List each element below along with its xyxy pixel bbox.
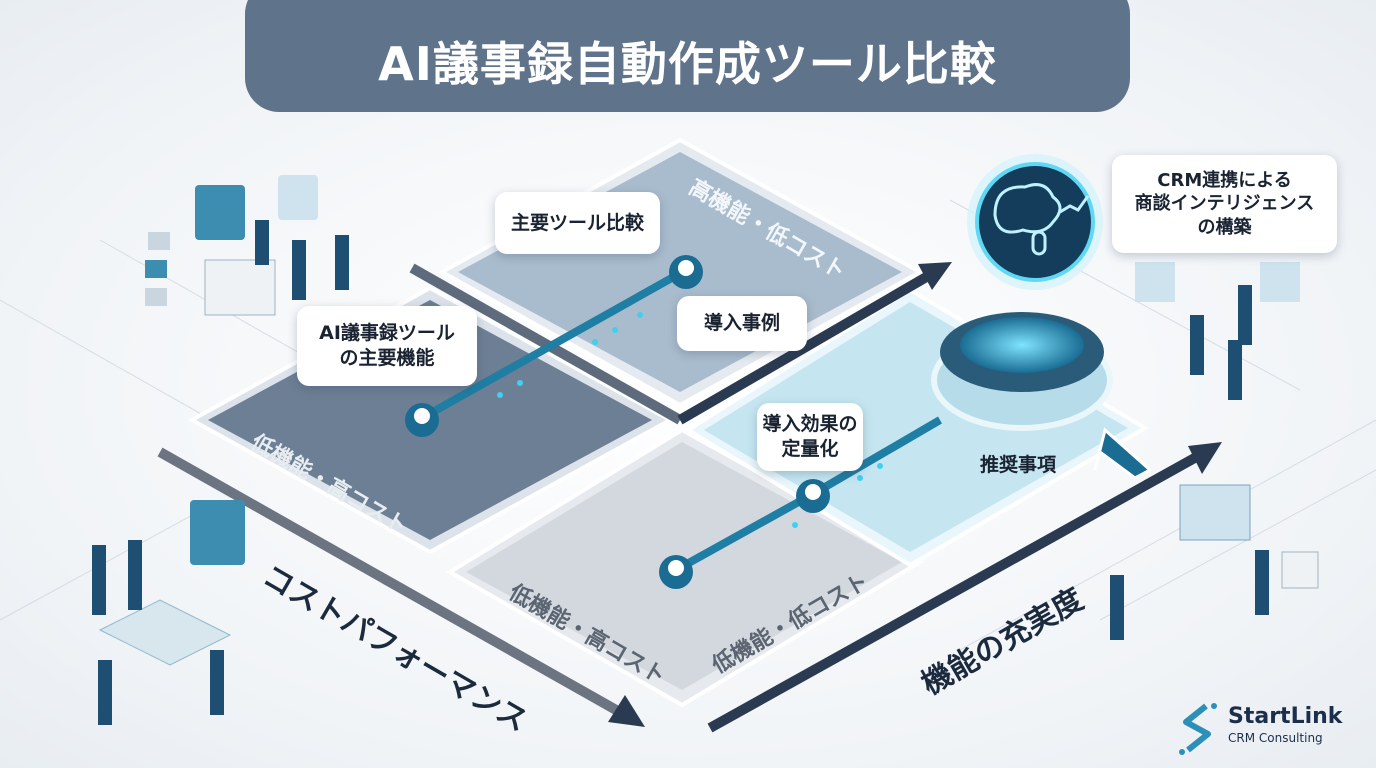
node-effect xyxy=(796,479,830,513)
recommendations-label: 推奨事項 xyxy=(980,454,1057,476)
callout-text: AI議事録ツール xyxy=(319,322,455,345)
feature-axis xyxy=(707,442,1222,733)
recommendation-pedestal xyxy=(931,312,1153,480)
startlink-logo: StartLink CRM Consulting xyxy=(1228,704,1343,746)
callout-main-features: AI議事録ツール の主要機能 xyxy=(297,306,477,386)
node-main-features xyxy=(405,403,439,437)
callout-text: 主要ツール比較 xyxy=(510,211,644,234)
people-illustration-right xyxy=(1110,262,1319,640)
startlink-logo-icon xyxy=(1179,703,1217,755)
connector-nodes xyxy=(405,255,830,589)
title-banner: AI議事録自動作成ツール比較 xyxy=(245,0,1130,112)
callout-text: 導入効果の xyxy=(762,413,858,436)
callout-effect-quantification: 導入効果の 定量化 xyxy=(757,403,863,471)
callout-text: 商談インテリジェンス xyxy=(1134,193,1315,215)
callout-crm-intelligence: CRM連携による 商談インテリジェンス の構築 xyxy=(1112,155,1337,253)
callout-text: の主要機能 xyxy=(339,347,435,369)
glow-dots xyxy=(497,312,883,528)
people-illustration-left-top xyxy=(145,175,349,316)
callout-text: 定量化 xyxy=(781,438,839,460)
callout-text: 導入事例 xyxy=(703,312,780,335)
page-title: AI議事録自動作成ツール比較 xyxy=(378,37,997,91)
ai-brain-icon xyxy=(967,154,1103,290)
cost-performance-axis xyxy=(157,447,645,727)
callout-tool-compare: 主要ツール比較 xyxy=(495,192,660,254)
logo-tagline: CRM Consulting xyxy=(1228,731,1323,745)
callout-text: の構築 xyxy=(1197,216,1252,238)
callout-text: CRM連携による xyxy=(1157,169,1292,191)
background-grid xyxy=(0,199,1376,651)
connector-lines xyxy=(420,266,943,574)
logo-name: StartLink xyxy=(1228,704,1343,729)
people-illustration-left-bottom xyxy=(92,500,245,725)
node-bottom xyxy=(659,555,693,589)
node-tool-compare xyxy=(669,255,703,289)
callout-case-studies: 導入事例 xyxy=(677,296,807,351)
